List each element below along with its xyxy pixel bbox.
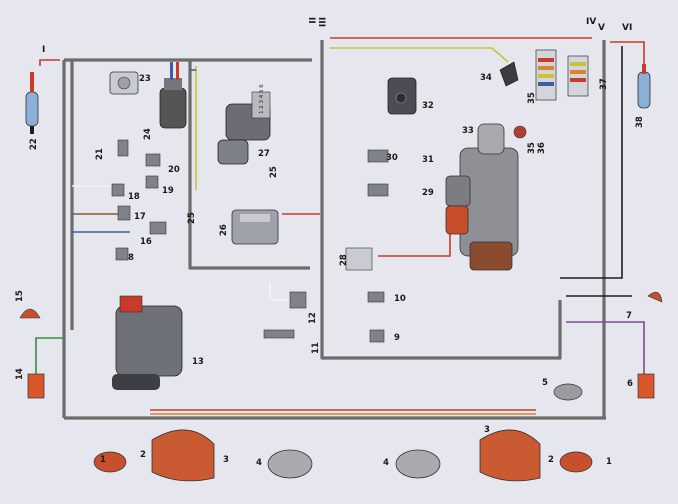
component-1-left-lamp: [93, 451, 127, 473]
wire-runs: [35, 37, 645, 415]
label-2-left: 2: [140, 450, 146, 460]
harness-label-II: II: [306, 17, 316, 24]
component-4-right-fog: [395, 449, 441, 479]
component-37-connector-block: [567, 55, 589, 97]
component-2-right-headlight: [479, 429, 541, 482]
component-27-wiper-motor: 1 2 3 4 5 6: [217, 84, 271, 165]
label-34: 34: [480, 73, 492, 83]
component-4-left-fog: [267, 449, 313, 479]
component-22-fuse-holder: [25, 72, 39, 134]
label-4-right: 4: [383, 458, 389, 468]
label-33: 33: [462, 126, 474, 136]
label-37: 37: [599, 78, 609, 90]
component-13-generator: [112, 295, 183, 390]
component-6-relay: [637, 373, 655, 399]
wire-white-12: [269, 282, 290, 301]
label-23: 23: [139, 74, 151, 84]
components: 1 2 3 4 5 6: [19, 49, 663, 482]
label-27: 27: [258, 149, 270, 159]
component-1-right-lamp: [559, 451, 593, 473]
label-15: 15: [15, 290, 25, 302]
wire-red-top: [39, 59, 60, 66]
component-38-fuse-holder: [637, 64, 651, 109]
label-24: 24: [143, 128, 153, 140]
label-18: 18: [128, 192, 140, 202]
label-16: 16: [140, 237, 152, 247]
label-19: 19: [162, 186, 174, 196]
wire-green-14: [35, 337, 64, 374]
wire-red-right: [610, 41, 645, 64]
label-3-left: 3: [223, 455, 229, 465]
harness-trunks: [62, 40, 606, 420]
label-1-left: 1: [100, 455, 106, 465]
harness-label-III: III: [316, 17, 326, 27]
component-14-relay: [27, 373, 45, 399]
component-5-horn: [553, 383, 583, 401]
label-22: 22: [29, 138, 39, 150]
harness-label-IV: IV: [586, 17, 596, 27]
wire-black-right: [560, 46, 623, 279]
component-33-starter: [445, 123, 519, 271]
component-36-sensor: [513, 125, 527, 139]
harness-trunk-center: [320, 40, 562, 360]
label-6: 6: [627, 379, 633, 389]
label-25-right: 25: [269, 166, 279, 178]
component-34-sensor: [499, 61, 519, 87]
harness-trunk-mid-link: [188, 60, 310, 270]
label-36: 36: [537, 142, 547, 154]
harness-label-I: I: [42, 45, 45, 55]
component-23-relay: [109, 71, 139, 95]
harness-labels: I II III IV V VI: [42, 17, 632, 55]
label-25-left: 25: [187, 212, 197, 224]
label-4-left: 4: [256, 458, 262, 468]
label-12: 12: [308, 312, 318, 324]
component-2-left-headlight: [151, 429, 215, 482]
label-21: 21: [95, 148, 105, 160]
label-1-right: 1: [606, 457, 612, 467]
component-labels: 1 1 2 2 3 3 4 4 5 6 7 8 9 10 11 12 13 14…: [15, 73, 645, 468]
component-35-connector-block: [535, 49, 557, 101]
label-5: 5: [542, 378, 548, 388]
label-31: 31: [422, 155, 434, 165]
wire-red-28: [378, 226, 451, 257]
wire-violet-6: [566, 321, 645, 388]
label-35-bottom: 35: [527, 142, 537, 154]
component-7-lamp: [647, 291, 663, 303]
label-38: 38: [635, 116, 645, 128]
component-small-sensors-center: [263, 149, 389, 343]
label-32: 32: [422, 101, 434, 111]
label-35-top: 35: [527, 92, 537, 104]
wiper-pin-labels: 1 2 3 4 5 6: [259, 84, 265, 114]
component-26-relay-block: [231, 209, 279, 245]
harness-label-VI: VI: [622, 23, 632, 33]
component-15-lamp: [19, 308, 41, 319]
label-8: 8: [128, 253, 134, 263]
label-29: 29: [422, 188, 434, 198]
label-17: 17: [134, 212, 146, 222]
component-24-ignition-coil: [159, 62, 187, 129]
component-small-sensors-left: [111, 139, 167, 261]
label-11: 11: [311, 342, 321, 354]
harness-label-V: V: [598, 23, 605, 33]
label-10: 10: [394, 294, 406, 304]
label-3-right: 3: [484, 425, 490, 435]
component-32-module: [387, 77, 417, 115]
label-7: 7: [626, 311, 632, 321]
label-28: 28: [339, 254, 349, 266]
label-14: 14: [15, 368, 25, 380]
label-13: 13: [192, 357, 204, 367]
label-20: 20: [168, 165, 180, 175]
wire-yellow-top: [330, 47, 509, 63]
label-26: 26: [219, 224, 229, 236]
label-30: 30: [386, 153, 398, 163]
label-9: 9: [394, 333, 400, 343]
label-2-right: 2: [548, 455, 554, 465]
